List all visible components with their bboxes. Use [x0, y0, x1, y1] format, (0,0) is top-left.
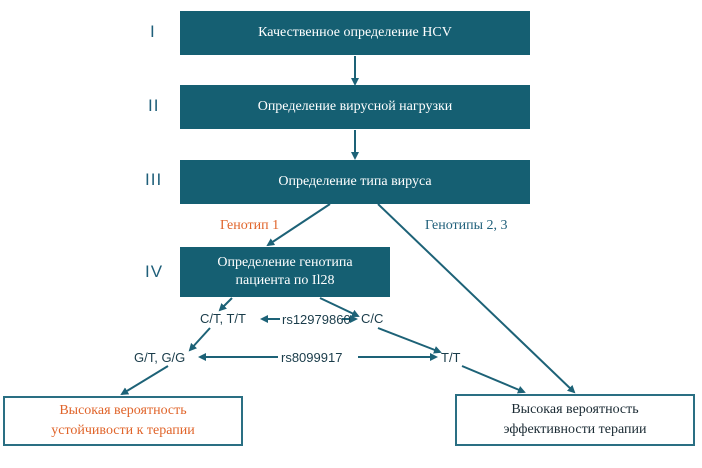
outcome-efficacy-line1: Высокая вероятность	[511, 402, 639, 417]
arrow-genotype1	[266, 203, 331, 247]
stage-label-ii: II	[148, 96, 160, 115]
step-virus-type-text: Определение типа вируса	[278, 174, 432, 189]
outcome-efficacy: Высокая вероятность эффективности терапи…	[455, 394, 695, 446]
stage-label-i: I	[150, 22, 156, 41]
arrow-ct-gt	[188, 327, 211, 352]
step-viral-load: Определение вирусной нагрузки	[180, 85, 530, 129]
step-patient-genotype-line1: Определение генотипа	[217, 255, 353, 270]
outcome-resistance-line2: устойчивости к терапии	[51, 423, 195, 438]
arrow-genotypes23	[377, 203, 576, 394]
snp-cc: C/C	[361, 311, 384, 326]
outcome-efficacy-line2: эффективности терапии	[503, 422, 647, 437]
arrow-cc-tt	[377, 327, 442, 354]
branch-label-genotypes23: Генотипы 2, 3	[425, 218, 508, 233]
stage-label-iv: IV	[145, 262, 164, 281]
step-qualitative-hcv: Качественное определение HCV	[180, 11, 530, 55]
arrow-iv-cc	[319, 297, 360, 318]
outcome-resistance-line1: Высокая вероятность	[59, 403, 187, 418]
step-viral-load-text: Определение вирусной нагрузки	[257, 99, 453, 114]
outcome-resistance: Высокая вероятность устойчивости к терап…	[3, 396, 243, 446]
snp-gt-gg: G/T, G/G	[134, 350, 186, 365]
snp-rs12979860: rs12979860	[282, 312, 351, 327]
snp-ct-tt: C/T, T/T	[200, 311, 246, 326]
arrow-gt-resistance	[120, 365, 169, 396]
arrow-iv-ct	[218, 297, 233, 312]
arrow-tt-efficacy	[461, 365, 526, 394]
step-patient-genotype-line2: пациента по Il28	[235, 273, 335, 288]
step-qualitative-hcv-text: Качественное определение HCV	[258, 25, 452, 40]
snp-rs8099917: rs8099917	[281, 350, 343, 365]
snp-tt: T/T	[441, 350, 461, 365]
step-virus-type: Определение типа вируса	[180, 160, 530, 204]
branch-label-genotype1: Генотип 1	[220, 218, 280, 233]
step-patient-genotype: Определение генотипа пациента по Il28	[180, 247, 390, 297]
stage-label-iii: III	[145, 170, 163, 189]
